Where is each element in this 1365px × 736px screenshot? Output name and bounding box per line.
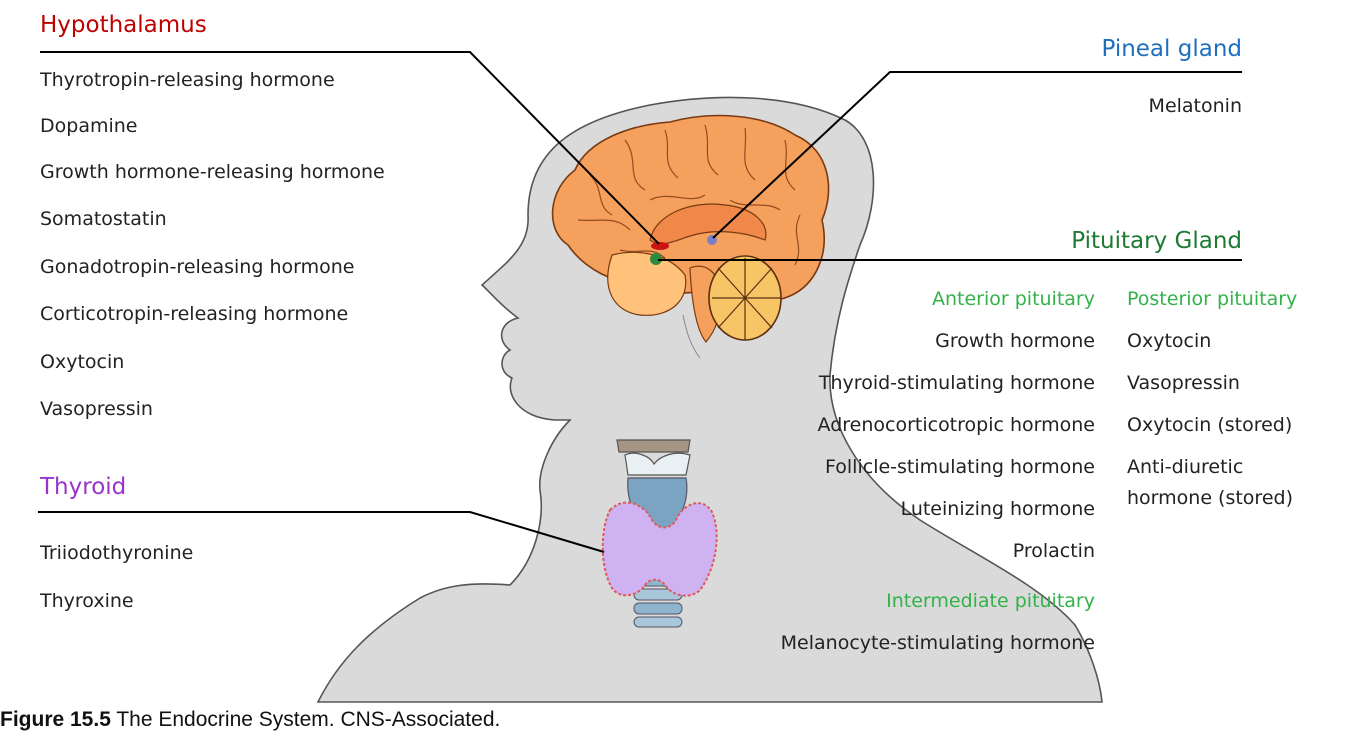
anterior-hormone: Thyroid-stimulating hormone xyxy=(818,372,1095,394)
posterior-pituitary-title: Posterior pituitary xyxy=(1127,288,1298,310)
pituitary-title: Pituitary Gland xyxy=(1071,228,1242,254)
head-silhouette xyxy=(316,96,1103,703)
pineal-leader xyxy=(712,71,1242,239)
hypothalamus-hormone: Vasopressin xyxy=(40,398,153,420)
hypothalamus-hormone: Oxytocin xyxy=(40,351,125,373)
hypothalamus-hormone: Somatostatin xyxy=(40,208,167,230)
anterior-hormone: Adrenocorticotropic hormone xyxy=(817,414,1095,436)
figure-label: Figure 15.5 xyxy=(0,708,111,731)
thyroid-hormone: Triiodothyronine xyxy=(40,542,194,564)
thyroid-leader xyxy=(38,511,605,553)
pituitary-marker xyxy=(650,253,662,265)
brain-inner xyxy=(649,203,767,245)
hypothalamus-hormone: Corticotropin-releasing hormone xyxy=(40,303,349,325)
hypothalamus-hormone: Gonadotropin-releasing hormone xyxy=(40,256,355,278)
thyroid-gland xyxy=(601,501,718,597)
pineal-hormone: Melatonin xyxy=(1148,95,1242,117)
posterior-hormone: Oxytocin xyxy=(1127,330,1212,352)
figure-caption: Figure 15.5 The Endocrine System. CNS-As… xyxy=(0,708,500,732)
thyroid-hormone: Thyroxine xyxy=(40,590,134,612)
cerebellum xyxy=(708,255,782,341)
hypothalamus-hormone: Growth hormone-releasing hormone xyxy=(40,161,385,183)
posterior-hormone: Anti-diuretic xyxy=(1127,456,1244,478)
intermediate-pituitary-title: Intermediate pituitary xyxy=(886,590,1095,612)
hypothalamus-hormone: Dopamine xyxy=(40,115,138,137)
hypothalamus-marker xyxy=(651,242,669,250)
anterior-hormone: Follicle-stimulating hormone xyxy=(825,456,1095,478)
anterior-pituitary-title: Anterior pituitary xyxy=(931,288,1095,310)
hypothalamus-hormone: Thyrotropin-releasing hormone xyxy=(40,69,335,91)
intermediate-hormone: Melanocyte-stimulating hormone xyxy=(780,632,1095,654)
hypothalamus-title: Hypothalamus xyxy=(40,12,207,38)
anterior-hormone: Luteinizing hormone xyxy=(900,498,1095,520)
figure-caption-text: The Endocrine System. CNS-Associated. xyxy=(110,708,501,731)
anterior-hormone: Prolactin xyxy=(1012,540,1095,562)
hypothalamus-leader xyxy=(40,51,660,245)
anterior-hormone: Growth hormone xyxy=(935,330,1095,352)
posterior-hormone: Oxytocin (stored) xyxy=(1127,414,1293,436)
posterior-hormone: Vasopressin xyxy=(1127,372,1240,394)
thyroid-title: Thyroid xyxy=(40,474,127,500)
posterior-hormone: hormone (stored) xyxy=(1127,487,1293,509)
pineal-title: Pineal gland xyxy=(1101,36,1242,62)
